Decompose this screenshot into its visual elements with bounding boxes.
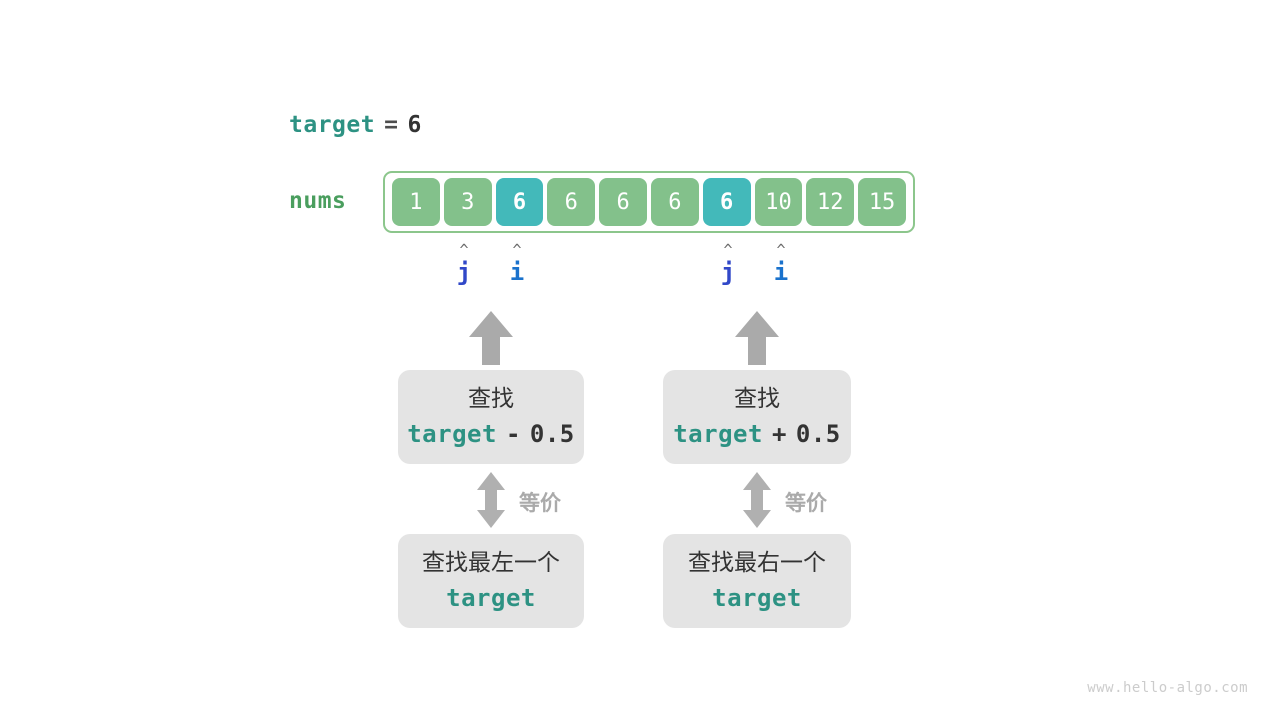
pointer-right-j: ^ j: [713, 243, 743, 287]
search-box-left-top: 查找 target-0.5: [398, 370, 584, 464]
pointer-right-i: ^ i: [766, 243, 796, 287]
array-cell-2: 6: [495, 178, 544, 226]
array-cell-3: 6: [547, 178, 596, 226]
search-box-left-bottom: 查找最左一个 target: [398, 534, 584, 628]
pointer-left-i: ^ i: [502, 243, 532, 287]
array-cell-1: 3: [443, 178, 492, 226]
caret-icon: ^: [776, 241, 786, 259]
pointer-left-j-label: j: [456, 258, 472, 286]
caret-icon: ^: [512, 241, 522, 259]
array-cell-8: 12: [806, 178, 855, 226]
search-box-right-top-heading: 查找: [734, 386, 780, 412]
code-value: 0.5: [529, 420, 575, 448]
search-box-right-top-code: target +0.5: [673, 416, 841, 452]
search-box-right-top: 查找 target +0.5: [663, 370, 851, 464]
array-cell-5: 6: [650, 178, 699, 226]
code-operator: +: [771, 420, 787, 448]
pointer-left-i-label: i: [509, 258, 525, 286]
search-box-right-bottom-code: target: [712, 584, 802, 612]
search-box-right-bottom-heading: 查找最右一个: [688, 550, 826, 576]
pointer-left-j: ^ j: [449, 243, 479, 287]
target-value: 6: [407, 112, 422, 138]
watermark: www.hello-algo.com: [1087, 680, 1248, 696]
code-variable: target: [673, 420, 763, 448]
search-box-left-bottom-code: target: [446, 584, 536, 612]
caret-icon: ^: [459, 241, 469, 259]
array-cell-4: 6: [599, 178, 647, 226]
double-arrow-icon-left: [477, 472, 505, 528]
up-arrow-icon-left: [469, 311, 513, 365]
pointer-right-i-label: i: [773, 258, 789, 286]
equivalence-label-right: 等价: [785, 491, 827, 515]
search-box-left-top-heading: 查找: [468, 386, 514, 412]
search-box-left-bottom-heading: 查找最左一个: [422, 550, 560, 576]
array-cell-9: 15: [858, 178, 906, 226]
double-arrow-icon-right: [743, 472, 771, 528]
nums-array-label: nums: [289, 188, 347, 214]
target-expression: target = 6: [289, 112, 422, 138]
nums-array: 1 3 6 6 6 6 6 10 12 15: [383, 171, 915, 233]
code-value: 0.5: [795, 420, 841, 448]
equals-operator: =: [384, 112, 399, 138]
up-arrow-icon-right: [735, 311, 779, 365]
pointer-right-j-label: j: [720, 258, 736, 286]
search-box-left-top-code: target-0.5: [407, 416, 575, 452]
code-operator: -: [505, 420, 521, 448]
target-variable-label: target: [289, 112, 376, 138]
array-cell-6: 6: [702, 178, 751, 226]
array-cell-0: 1: [392, 178, 440, 226]
array-cell-7: 10: [754, 178, 803, 226]
equivalence-label-left: 等价: [519, 491, 561, 515]
code-variable: target: [407, 420, 497, 448]
search-box-right-bottom: 查找最右一个 target: [663, 534, 851, 628]
caret-icon: ^: [723, 241, 733, 259]
